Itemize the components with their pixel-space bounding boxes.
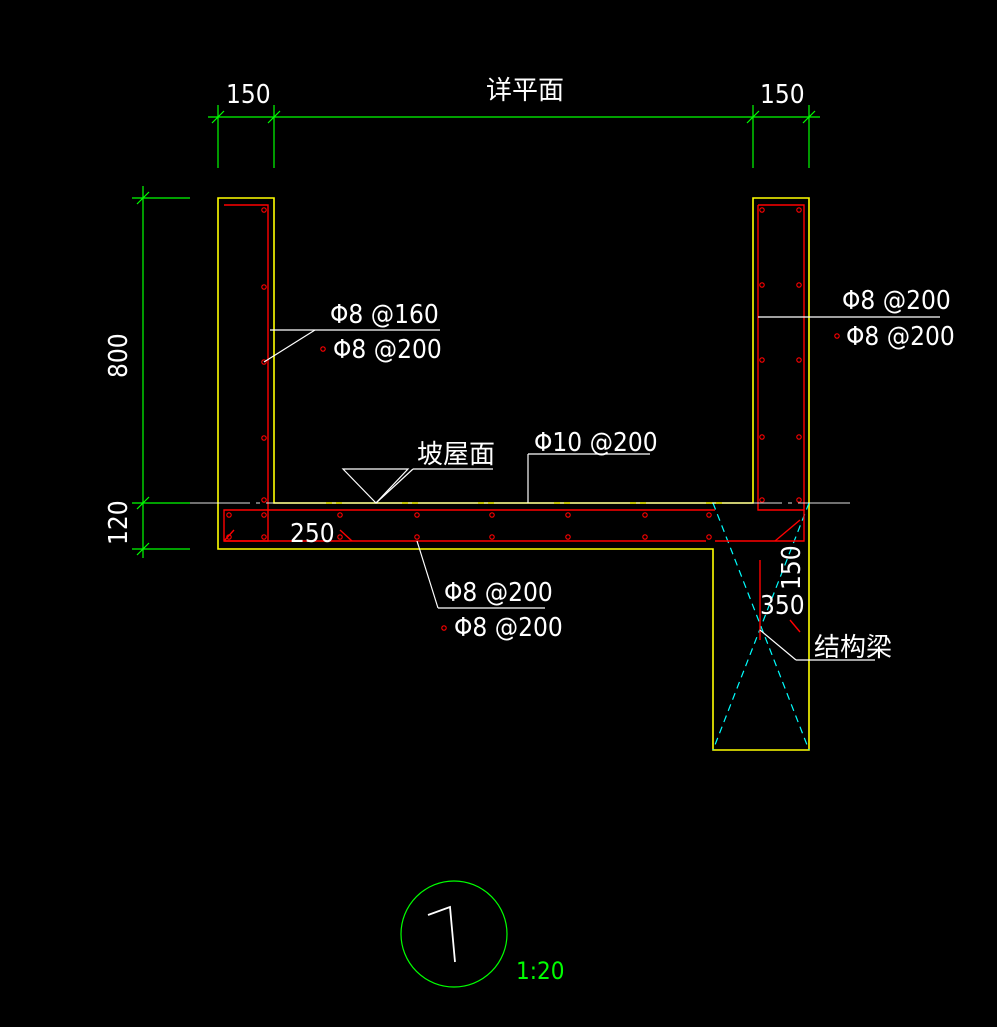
dim-wall-height: 800 xyxy=(104,333,134,378)
dim-slab-ext: 250 xyxy=(290,519,335,549)
label-slab-bottom-1: Φ8 @200 xyxy=(444,578,553,608)
dimension-lines xyxy=(132,105,820,558)
label-slab-bottom-2: Φ8 @200 xyxy=(454,613,563,643)
dim-beam-depth: 350 xyxy=(760,591,805,621)
concrete-outline xyxy=(217,197,810,751)
label-left-wall-vertical: Φ8 @160 xyxy=(330,300,439,330)
dimension-labels: 150 详平面 150 800 120 250 150 350 xyxy=(104,76,807,621)
rebar-labels: Φ8 @160 Φ8 @200 Φ8 @200 Φ8 @200 Φ10 @200… xyxy=(330,286,955,643)
dim-top-left: 150 xyxy=(226,80,271,110)
rebar-lines xyxy=(223,204,805,640)
rebar-dots xyxy=(226,207,840,631)
dim-top-right: 150 xyxy=(760,80,805,110)
label-slab-top: Φ10 @200 xyxy=(534,428,658,458)
annotations: 坡屋面 结构梁 xyxy=(417,440,892,663)
label-roof-slope: 坡屋面 xyxy=(417,440,495,470)
dim-slab-thickness: 120 xyxy=(104,500,134,545)
structural-beam-cross xyxy=(712,502,810,751)
dim-top-middle: 详平面 xyxy=(486,76,564,106)
label-left-wall-horizontal: Φ8 @200 xyxy=(333,335,442,365)
detail-title: 1:20 xyxy=(400,880,564,988)
label-structural-beam: 结构梁 xyxy=(814,633,892,663)
detail-scale: 1:20 xyxy=(516,957,564,985)
dim-beam-offset: 150 xyxy=(777,545,807,590)
detail-circle xyxy=(400,880,508,988)
leader-lines xyxy=(190,316,940,661)
label-right-wall-horizontal: Φ8 @200 xyxy=(846,322,955,352)
detail-number-1 xyxy=(427,905,456,963)
label-right-wall-vertical: Φ8 @200 xyxy=(842,286,951,316)
